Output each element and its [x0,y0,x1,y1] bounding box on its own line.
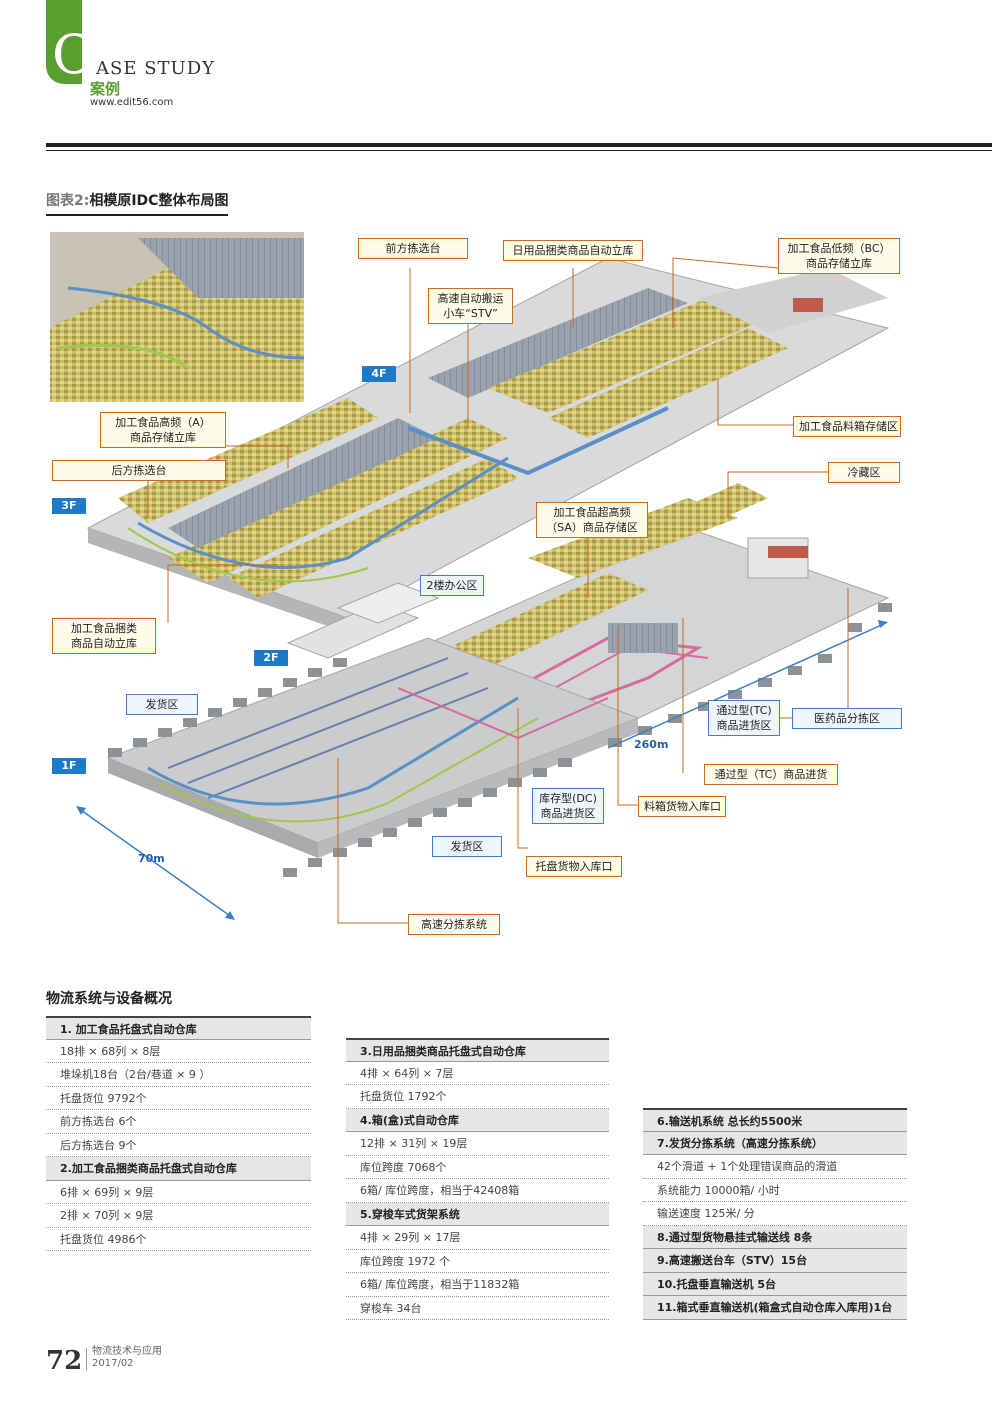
callout-processed-a: 加工食品高频（A） 商品存储立库 [100,412,226,448]
figure-prefix: 图表2: [46,193,90,209]
callout-processed-sa: 加工食品超高频 （SA）商品存储区 [536,502,648,538]
magazine-info: 物流技术与应用 2017/02 [92,1346,162,1370]
system-heading: 2.加工食品捆类商品托盘式自动仓库 [46,1157,311,1181]
systems-column-2: 3.日用品捆类商品托盘式自动仓库 4排 × 64列 × 7层托盘货位 1792个… [346,1038,609,1320]
system-heading: 11.箱式垂直输送机(箱盒式自动仓库入库用)1台 [643,1296,907,1320]
floor-badge-3f: 3F [52,498,86,514]
case-study-heading: ASE STUDY [96,58,216,79]
system-spec-row: 托盘货位 9792个 [46,1087,311,1110]
callout-cold-storage: 冷藏区 [828,462,900,483]
callout-tc-receiving-area: 通过型(TC) 商品进货区 [708,700,780,736]
system-spec-row: 输送速度 125米/ 分 [643,1202,907,1226]
system-spec-row: 托盘货位 1792个 [346,1085,609,1109]
callout-stv: 高速自动搬运 小车“STV” [428,288,513,324]
callout-processed-bc: 加工食品低频（BC） 商品存储立库 [778,238,900,274]
system-heading: 9.高速搬送台车（STV）15台 [643,1249,907,1273]
dim-70m-arrow [77,807,234,919]
system-heading: 4.箱(盒)式自动仓库 [346,1108,609,1132]
figure-title-text: 相模原IDC整体布局图 [89,193,229,209]
case-study-initial: C [52,23,94,86]
system-heading: 10.托盘垂直输送机 5台 [643,1272,907,1296]
system-heading: 6.输送机系统 总长约5500米 [643,1108,907,1132]
floor-badge-4f: 4F [362,366,396,382]
processed-sa-racks [448,573,648,668]
magazine-issue: 2017/02 [92,1358,134,1369]
floor-badge-1f: 1F [52,758,86,774]
callout-office-2f: 2楼办公区 [420,575,484,596]
callout-front-picking: 前方拣选台 [358,238,468,259]
callout-shipping-area-bottom: 发货区 [432,836,502,857]
high-speed-sorter-line [147,696,519,806]
system-spec-row: 42个滑道 + 1个处理错误商品的滑道 [643,1155,907,1179]
system-spec-row: 6箱/ 库位跨度，相当于42408箱 [346,1179,609,1203]
system-heading: 7.发货分拣系统（高速分拣系统） [643,1131,907,1155]
header-divider-thin [46,150,992,151]
warehouse-layout-diagram: 前方拣选台 日用品捆类商品自动立库 加工食品低频（BC） 商品存储立库 高速自动… [48,228,944,948]
callout-high-speed-sorter: 高速分拣系统 [408,914,500,935]
system-spec-row: 库位跨度 7068个 [346,1156,609,1179]
figure-title: 图表2:相模原IDC整体布局图 [46,190,229,216]
system-spec-row: 前方拣选台 6个 [46,1110,311,1134]
system-heading: 1. 加工食品托盘式自动仓库 [46,1016,311,1040]
warehouse-isometric-illustration [50,232,892,924]
header-divider [46,143,992,147]
callout-daily-goods-rack: 日用品捆类商品自动立库 [503,240,643,261]
callout-rear-picking: 后方拣选台 [52,460,226,481]
page-number: 72 [46,1346,83,1376]
callout-dc-receiving-area: 库存型(DC) 商品进货区 [532,788,604,824]
system-spec-row: 12排 × 31列 × 19层 [346,1132,609,1156]
system-spec-row: 4排 × 64列 × 7层 [346,1062,609,1085]
callout-pallet-inbound: 托盘货物入库口 [526,856,622,877]
brand-tab [46,0,82,84]
magazine-name: 物流技术与应用 [92,1346,162,1357]
callout-tc-receiving: 通过型（TC）商品进货 [704,764,838,785]
dim-260m-arrow [607,622,887,749]
system-spec-row: 堆垛机18台（2台/巷道 × 9 ） [46,1063,311,1087]
system-spec-row: 穿梭车 34台 [346,1297,609,1320]
callout-processed-bin: 加工食品料箱存储区 [793,416,901,437]
system-spec-row: 后方拣选台 9个 [46,1134,311,1157]
dimension-70m: 70m [138,852,165,865]
daily-goods-racks [428,288,688,398]
dimension-260m: 260m [634,738,669,751]
floor-badge-2f: 2F [254,650,288,666]
system-spec-row: 库位跨度 1972 个 [346,1250,609,1273]
system-heading: 3.日用品捆类商品托盘式自动仓库 [346,1038,609,1062]
system-heading: 8.通过型货物悬挂式输送线 8条 [643,1225,907,1249]
site-url[interactable]: www.edit56.com [90,97,174,108]
system-spec-row: 6箱/ 库位跨度，相当于11832箱 [346,1273,609,1297]
case-label-cn: 案例 [90,80,121,98]
callout-shipping-area-left: 发货区 [126,694,198,715]
system-spec-row: 2排 × 70列 × 9层 [46,1204,311,1228]
system-heading: 5.穿梭车式货架系统 [346,1202,609,1226]
system-spec-row: 6排 × 69列 × 9层 [46,1181,311,1204]
system-spec-row: 托盘货位 4986个 [46,1228,311,1251]
system-spec-row: 18排 × 68列 × 8层 [46,1040,311,1063]
system-spec-row: 4排 × 29列 × 17层 [346,1226,609,1250]
processed-a-racks [118,398,378,523]
callout-bin-inbound: 料箱货物入库口 [638,796,726,817]
callout-pharma-sorting: 医药品分拣区 [792,708,902,729]
footer-divider [86,1348,87,1370]
callout-processed-bundle: 加工食品捆类 商品自动立库 [52,618,156,654]
system-spec-row: 系统能力 10000箱/ 小时 [643,1179,907,1202]
systems-section-title: 物流系统与设备概况 [46,991,172,1007]
